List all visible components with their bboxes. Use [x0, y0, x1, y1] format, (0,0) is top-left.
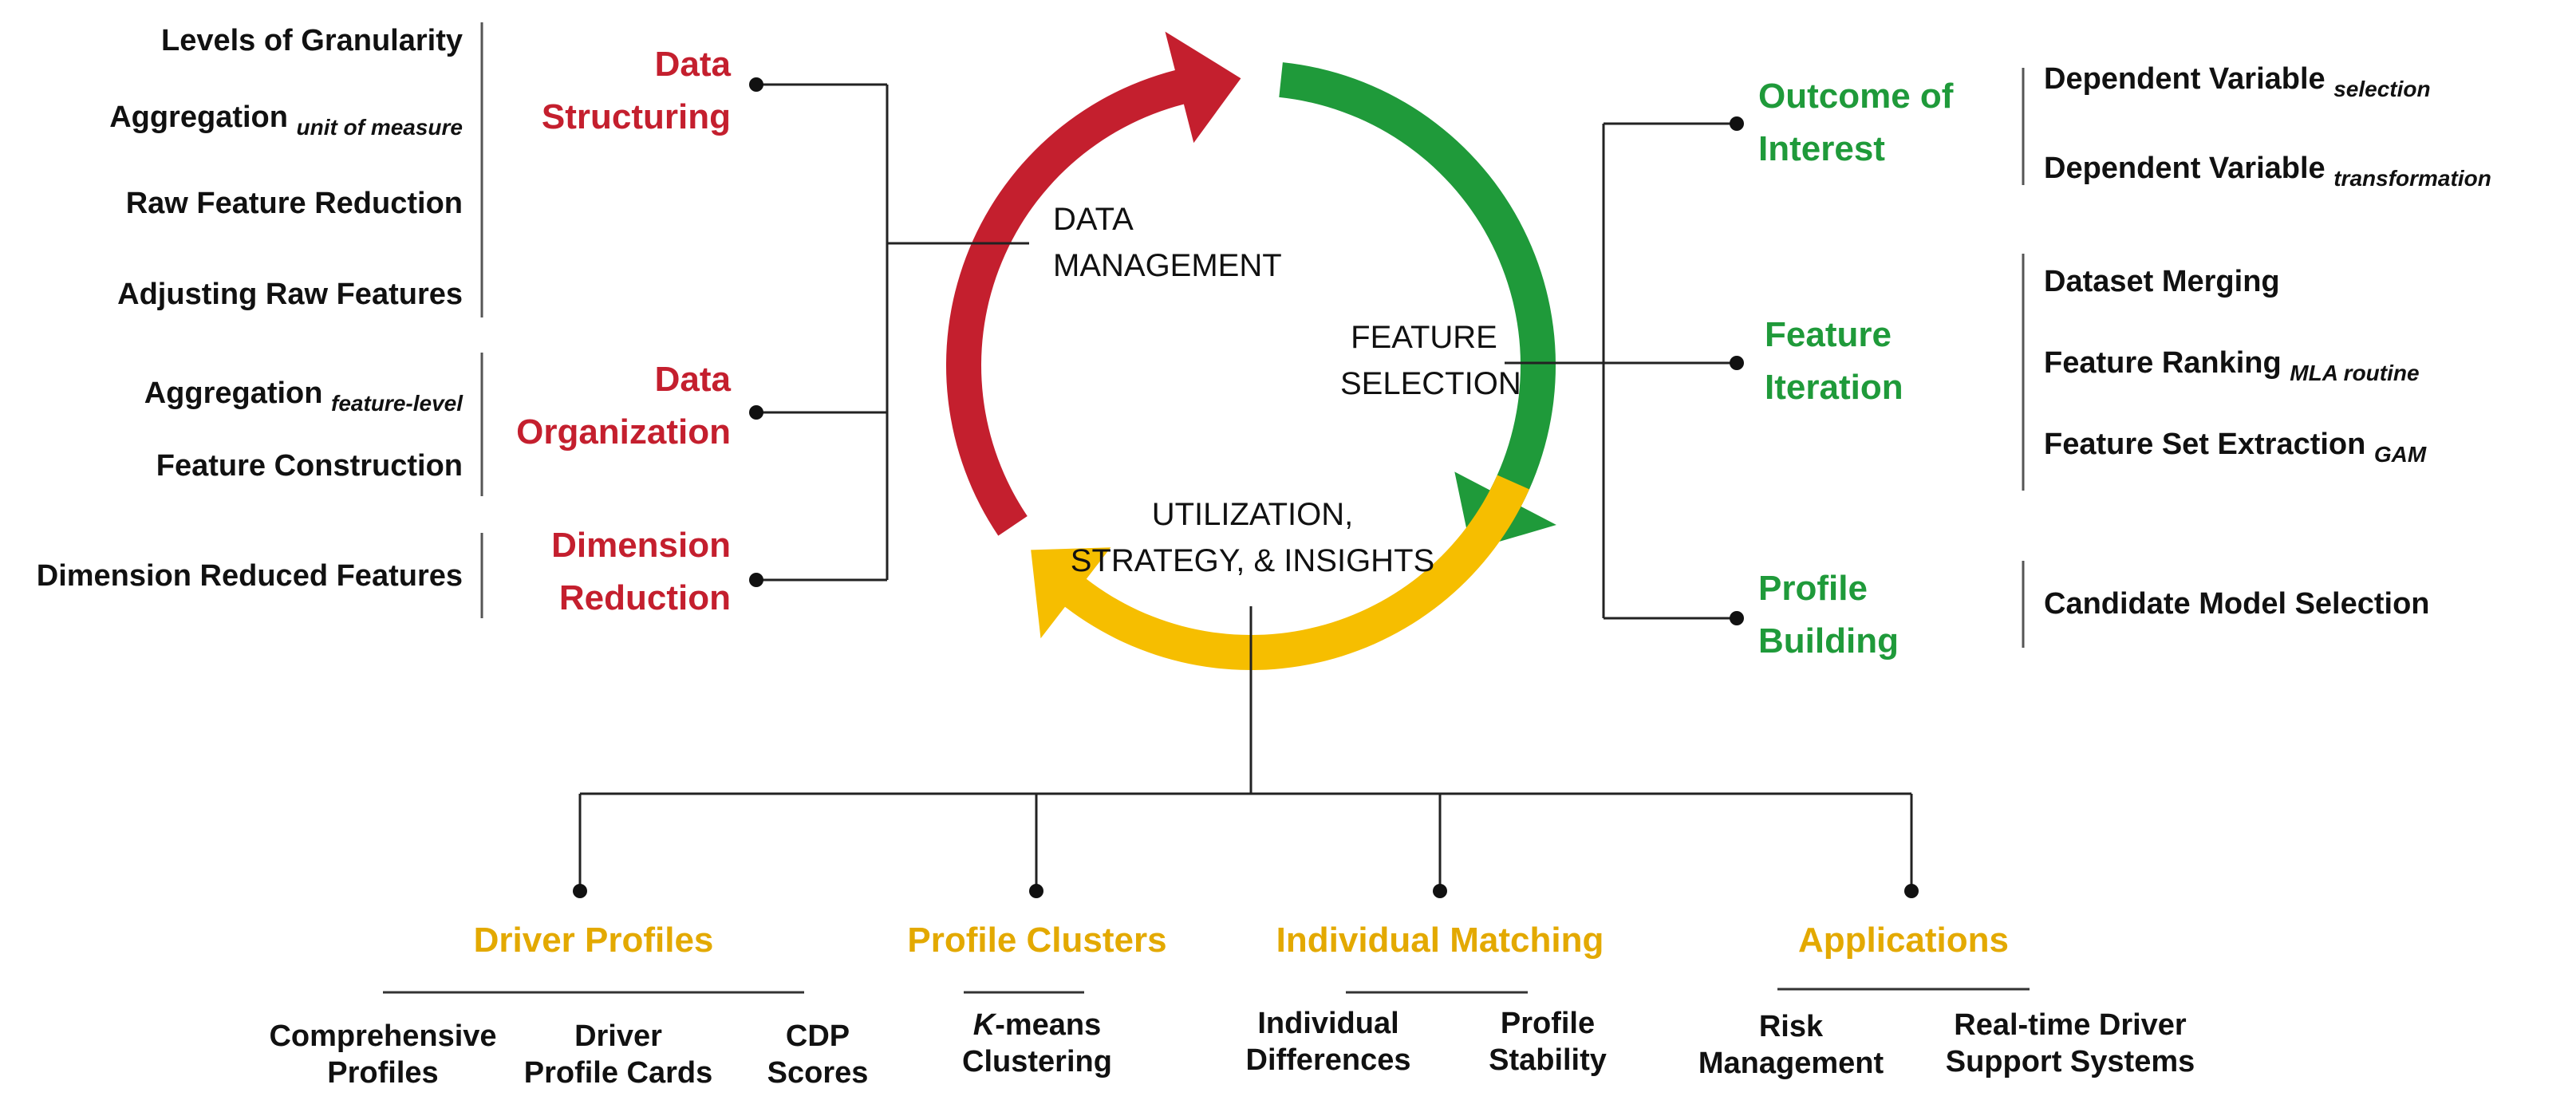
feature-selection-arc	[1279, 62, 1556, 550]
utilization-arc	[1031, 475, 1529, 671]
feature-selection-label: FEATURE SELECTION	[1340, 320, 1521, 401]
right-connectors	[1505, 122, 1737, 620]
utilization-label: UTILIZATION, STRATEGY, & INSIGHTS	[1070, 497, 1435, 578]
left-connectors	[756, 83, 1029, 582]
bottom-item-driver-profile-cards: Driver Profile Cards	[523, 1019, 713, 1090]
right-item-dv-transformation: Dependent Variable transformation	[2044, 152, 2491, 191]
left-item-levels-of-granularity: Levels of Granularity	[160, 24, 463, 57]
right-item-feature-ranking: Feature Ranking MLA routine	[2044, 346, 2420, 385]
right-item-dataset-merging: Dataset Merging	[2044, 265, 2280, 298]
left-item-dimension-reduced-features: Dimension Reduced Features	[36, 559, 463, 593]
bottom-connectors	[578, 606, 1913, 891]
feature-iteration-title: Feature Iteration	[1765, 315, 1903, 407]
left-item-raw-feature-reduction: Raw Feature Reduction	[125, 187, 463, 220]
bottom-item-realtime-support: Real-time Driver Support Systems	[1945, 1008, 2195, 1078]
outcome-of-interest-title: Outcome of Interest	[1758, 77, 1954, 168]
left-item-adjusting-raw-features: Adjusting Raw Features	[117, 278, 463, 311]
right-item-feature-set-extraction: Feature Set Extraction GAM	[2044, 428, 2427, 467]
bottom-item-kmeans-clustering: K-means Clustering	[962, 1008, 1112, 1078]
data-organization-title: Data Organization	[516, 360, 731, 452]
left-connector-dots	[749, 77, 763, 587]
right-connector-dots	[1730, 116, 1744, 625]
data-structuring-title: Data Structuring	[541, 45, 731, 136]
bottom-underlines	[383, 988, 2030, 994]
applications-title: Applications	[1797, 921, 2010, 960]
data-management-arc	[945, 31, 1241, 536]
right-item-dv-selection: Dependent Variable selection	[2044, 62, 2431, 101]
bottom-item-cdp-scores: CDP Scores	[767, 1019, 869, 1090]
bottom-item-comprehensive-profiles: Comprehensive Profiles	[269, 1019, 497, 1090]
left-item-feature-construction: Feature Construction	[156, 449, 463, 483]
bottom-item-individual-differences: Individual Differences	[1245, 1007, 1411, 1077]
left-item-aggregation-unit: Aggregation unit of measure	[109, 101, 463, 140]
dimension-reduction-title: Dimension Reduction	[551, 526, 731, 617]
individual-matching-title: Individual Matching	[1276, 921, 1604, 960]
driver-profiles-title: Driver Profiles	[473, 921, 714, 960]
left-item-aggregation-feature: Aggregation feature-level	[144, 377, 463, 416]
bottom-item-risk-management: Risk Management	[1698, 1010, 1884, 1080]
profile-building-title: Profile Building	[1758, 569, 1899, 660]
bottom-item-profile-stability: Profile Stability	[1489, 1007, 1607, 1077]
bottom-connector-dots	[573, 884, 1919, 898]
right-item-candidate-model-selection: Candidate Model Selection	[2044, 587, 2430, 621]
profile-clusters-title: Profile Clusters	[907, 921, 1167, 960]
data-management-label: DATA MANAGEMENT	[1053, 202, 1282, 283]
